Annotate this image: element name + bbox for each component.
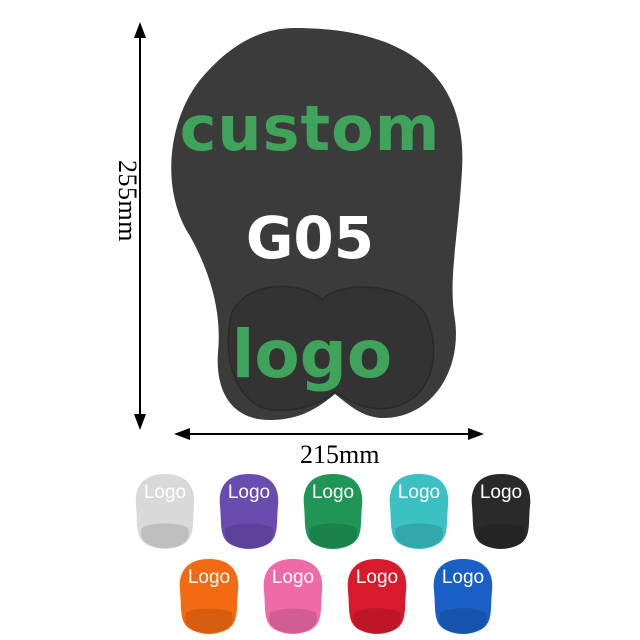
height-arrow <box>134 22 146 430</box>
swatch-logo-label: Logo <box>187 567 231 588</box>
color-swatch: Logo <box>384 470 454 550</box>
width-arrow <box>174 428 484 440</box>
swatch-logo-label: Logo <box>227 482 271 503</box>
color-swatch: Logo <box>428 555 498 635</box>
swatch-logo-label: Logo <box>355 567 399 588</box>
color-swatch: Logo <box>174 555 244 635</box>
width-dimension-label: 215mm <box>300 440 380 469</box>
color-swatch: Logo <box>466 470 536 550</box>
color-swatch: Logo <box>258 555 328 635</box>
wrist-rest <box>227 285 435 412</box>
swatch-logo-label: Logo <box>143 482 187 503</box>
logo-text: logo <box>231 316 393 393</box>
color-swatch: Logo <box>214 470 284 550</box>
color-swatch: Logo <box>130 470 200 550</box>
swatch-logo-label: Logo <box>397 482 441 503</box>
swatch-logo-label: Logo <box>311 482 355 503</box>
color-swatch: Logo <box>342 555 412 635</box>
headline-text: custom <box>179 92 441 165</box>
model-text: G05 <box>245 204 375 272</box>
swatch-logo-label: Logo <box>479 482 523 503</box>
swatch-logo-label: Logo <box>441 567 485 588</box>
swatch-logo-label: Logo <box>271 567 315 588</box>
color-swatch: Logo <box>298 470 368 550</box>
height-dimension-label: 255mm <box>113 160 142 242</box>
